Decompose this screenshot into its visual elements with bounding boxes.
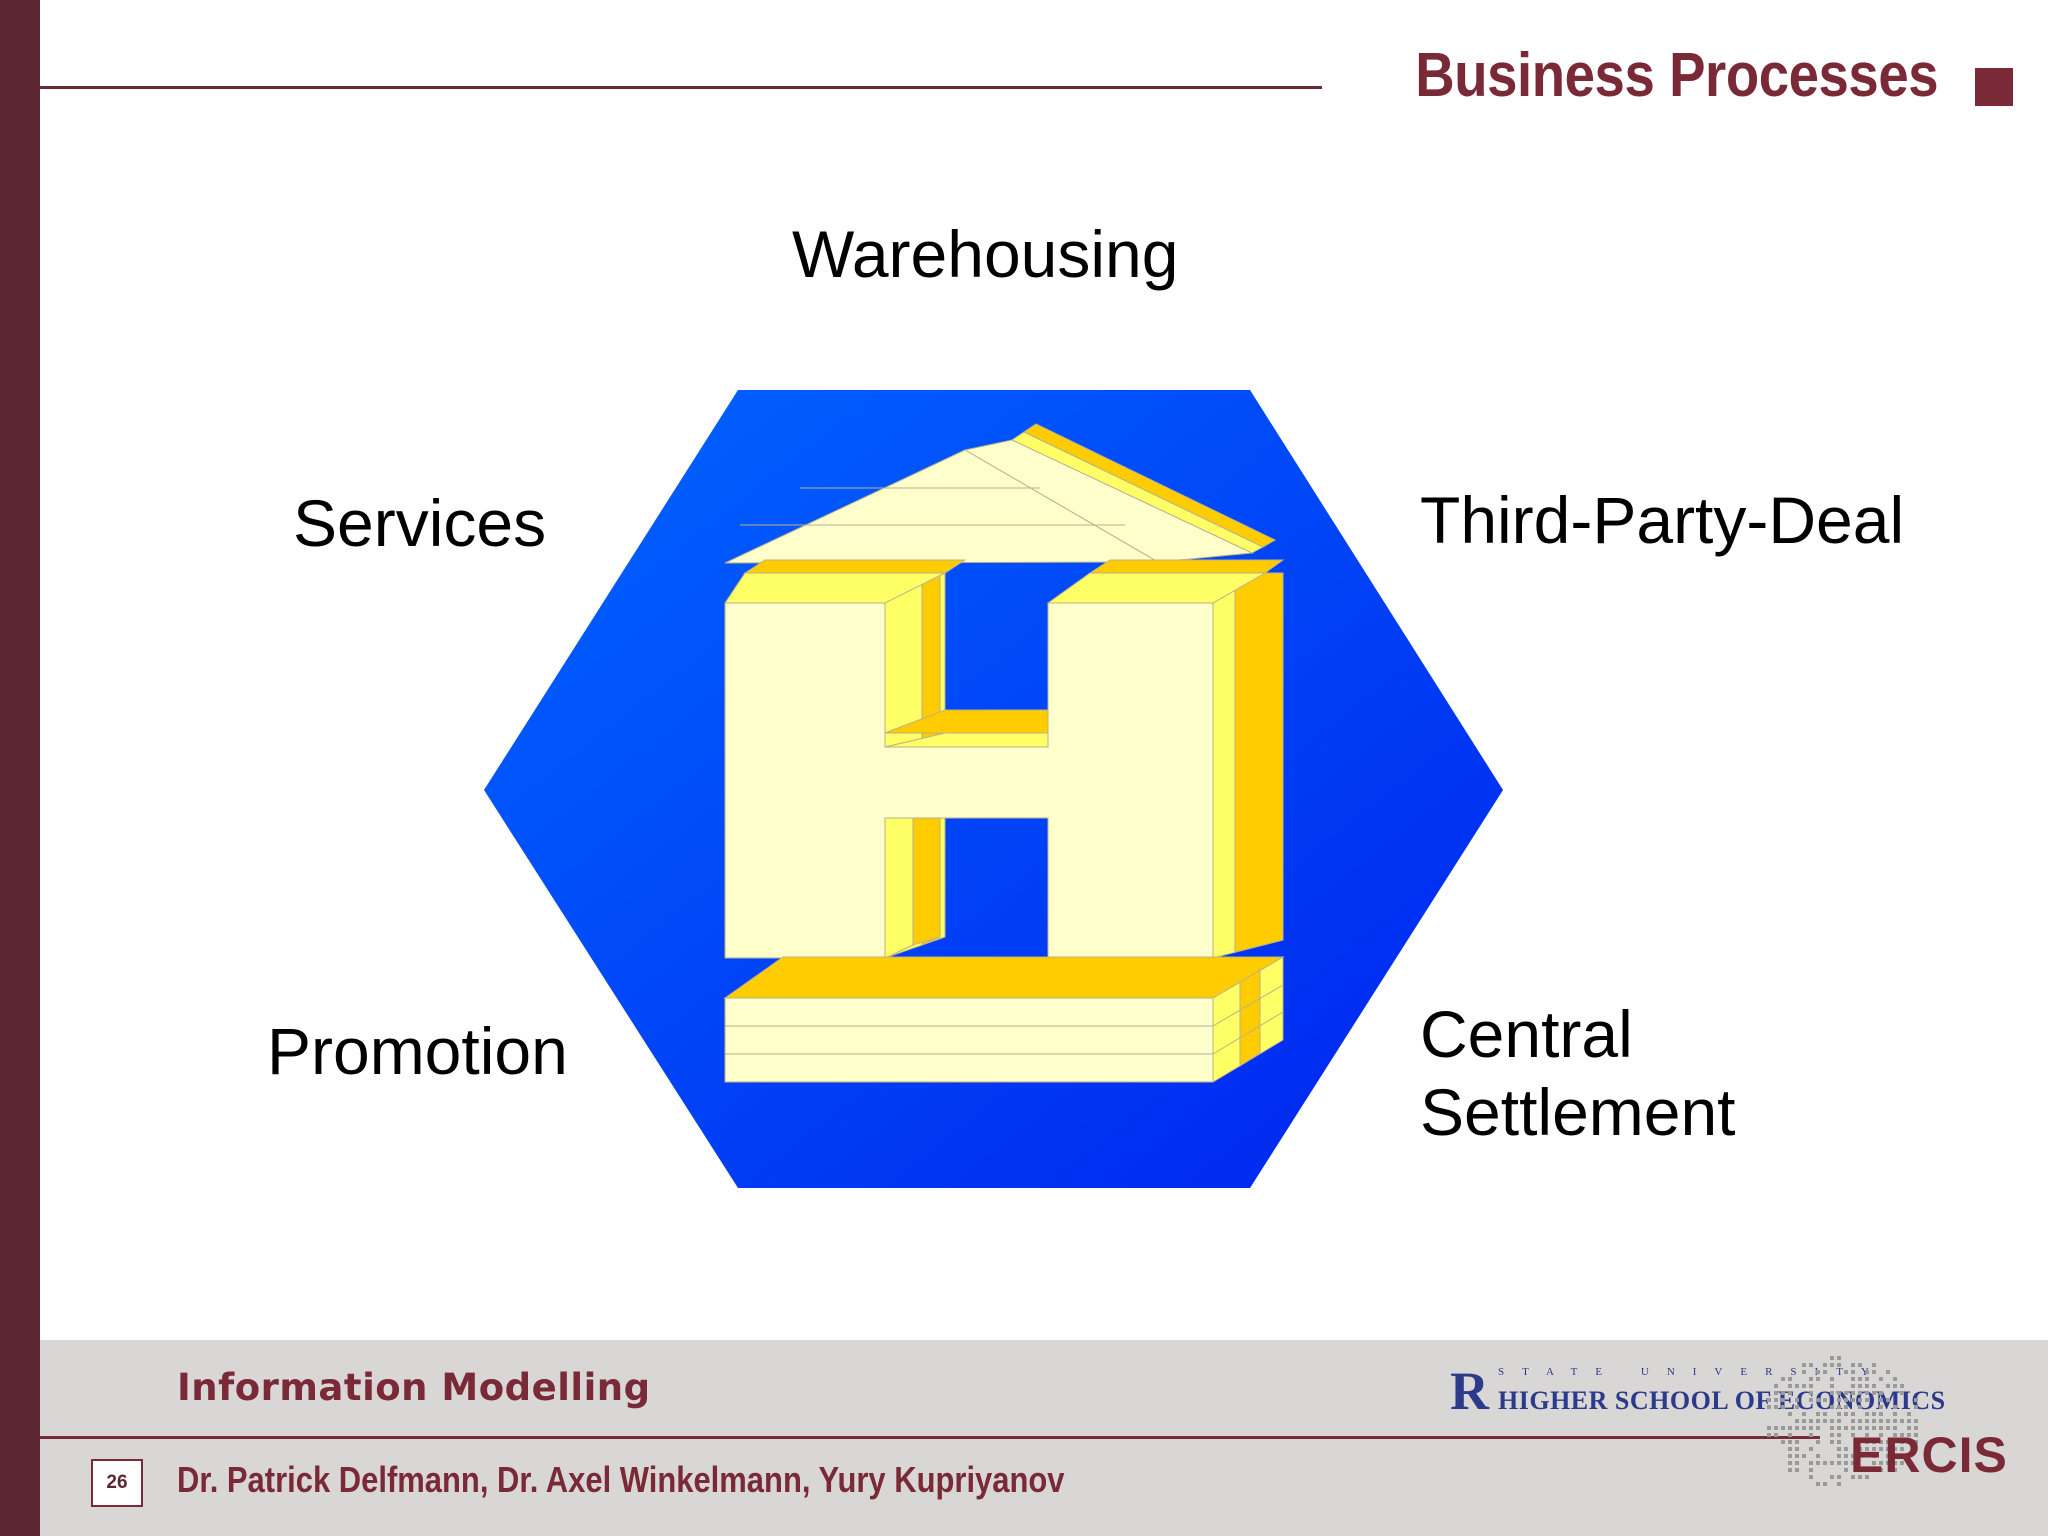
hse-name-text: HIGHER SCHOOL OF ECONOMICS [1498,1386,1946,1415]
title-rule [40,86,1322,89]
business-process-diagram [484,390,1503,1188]
hse-mark-icon: R [1450,1361,1489,1421]
hse-logo: R STATE UNIVERSITY HIGHER SCHOOL OF ECON… [1450,1361,1945,1424]
house-icon [723,423,1285,1083]
label-third-party-deal: Third-Party-Deal [1420,483,1905,557]
label-promotion: Promotion [267,1014,568,1088]
europe-map-dots-icon [1767,1356,1918,1486]
course-title: Information Modelling [177,1366,651,1409]
authors: Dr. Patrick Delfmann, Dr. Axel Winkelman… [177,1459,1065,1500]
label-warehousing: Warehousing [792,217,1179,291]
label-central-line1: Central [1420,997,1633,1071]
title-square-icon [1975,68,2013,106]
label-central-settlement: Central Settlement [1420,996,1736,1152]
ercis-logo: ERCIS [1850,1427,2008,1483]
slide-title: Business Processes [1415,41,1938,110]
page-number: 26 [91,1459,143,1507]
label-central-line2: Settlement [1420,1074,1736,1149]
base-bar-icon [723,956,1285,999]
hse-state-text: STATE UNIVERSITY [1498,1366,1887,1378]
label-services: Services [293,486,547,560]
footer-rule [40,1436,1820,1439]
left-accent-bar [0,0,40,1536]
